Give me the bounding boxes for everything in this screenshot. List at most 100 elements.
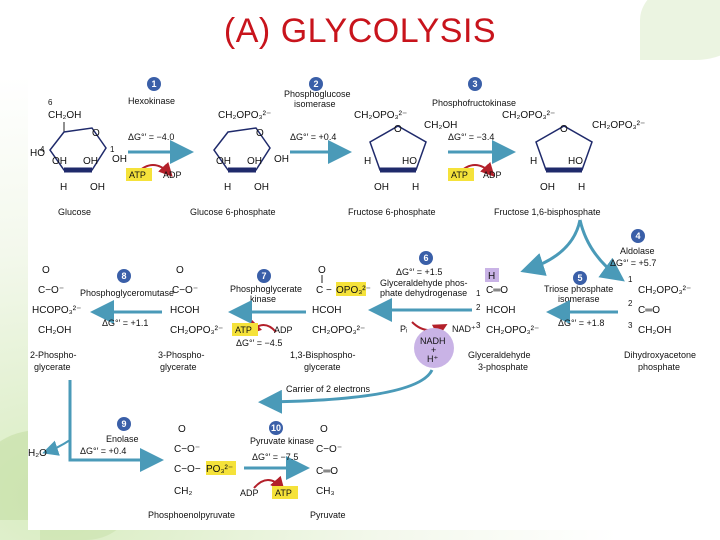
- svg-text:CH₂OPO₃²⁻: CH₂OPO₃²⁻: [218, 110, 271, 121]
- svg-text:O: O: [560, 124, 568, 135]
- svg-text:2: 2: [628, 299, 633, 308]
- svg-text:OH: OH: [83, 156, 98, 167]
- molecule-pyruvate: O C−O⁻ C═O CH₃ Pyruvate: [310, 424, 346, 520]
- page-title: (A) GLYCOLYSIS: [223, 12, 497, 50]
- svg-text:HO: HO: [568, 156, 583, 167]
- label-fructose-6-phosphate: Fructose 6-phosphate: [348, 207, 436, 217]
- svg-text:O: O: [42, 265, 50, 276]
- svg-text:+: +: [431, 345, 436, 355]
- svg-text:CH₂OH: CH₂OH: [638, 325, 671, 336]
- svg-text:HO: HO: [402, 156, 417, 167]
- svg-text:ATP: ATP: [275, 488, 292, 498]
- svg-text:HCOPO₃²⁻: HCOPO₃²⁻: [32, 305, 81, 316]
- svg-text:2-Phospho-: 2-Phospho-: [30, 350, 77, 360]
- svg-text:1: 1: [151, 79, 156, 89]
- label-fructose-1-6-bisphosphate: Fructose 1,6-bisphosphate: [494, 207, 601, 217]
- electron-carrier-arrow: Carrier of 2 electrons: [258, 369, 434, 414]
- svg-text:H⁺: H⁺: [427, 354, 438, 364]
- svg-text:C═O: C═O: [486, 285, 508, 296]
- svg-text:CH₂OH: CH₂OH: [38, 325, 71, 336]
- svg-text:OH: OH: [374, 182, 389, 193]
- svg-text:OPO₃²⁻: OPO₃²⁻: [336, 285, 371, 296]
- svg-text:6: 6: [48, 98, 53, 107]
- svg-text:Triose phosphate: Triose phosphate: [544, 284, 613, 294]
- svg-text:Hexokinase: Hexokinase: [128, 96, 175, 106]
- svg-text:H: H: [578, 182, 585, 193]
- molecule-3-phosphoglycerate: O C−O⁻ HCOH CH₂OPO₃²⁻ 3-Phospho- glycera…: [158, 265, 223, 372]
- svg-text:C−O⁻: C−O⁻: [316, 444, 342, 455]
- glucose-ch2oh: CH₂OH: [48, 110, 81, 121]
- molecule-2-phosphoglycerate: O C−O⁻ HCOPO₃²⁻ CH₂OH 2-Phospho- glycera…: [30, 265, 81, 372]
- svg-text:3: 3: [628, 321, 633, 330]
- nadh-circle: [414, 328, 454, 368]
- svg-text:O: O: [92, 128, 100, 139]
- svg-text:O: O: [320, 424, 328, 435]
- step-5: 5 Triose phosphate isomerase ΔG°′ = +1.8: [544, 271, 618, 328]
- svg-text:Glyceraldehyde: Glyceraldehyde: [468, 350, 531, 360]
- svg-text:7: 7: [261, 271, 266, 281]
- step-4: 4 Aldolase ΔG°′ = +5.7: [520, 219, 656, 282]
- svg-text:OH: OH: [216, 156, 231, 167]
- svg-text:glycerate: glycerate: [304, 362, 341, 372]
- svg-text:ADP: ADP: [240, 488, 259, 498]
- svg-text:CH₂OH: CH₂OH: [424, 120, 457, 131]
- svg-text:isomerase: isomerase: [558, 294, 600, 304]
- svg-text:ΔG°′ = −3.4: ΔG°′ = −3.4: [448, 132, 494, 142]
- svg-text:glycerate: glycerate: [160, 362, 197, 372]
- svg-text:2: 2: [313, 79, 318, 89]
- svg-text:ΔG°′ = +0.4: ΔG°′ = +0.4: [80, 446, 126, 456]
- svg-text:8: 8: [121, 271, 126, 281]
- molecule-glucose: 6 CH₂OH O 4 1 OH OH OH HO H OH Glucose: [30, 98, 127, 217]
- svg-text:Glyceraldehyde phos-: Glyceraldehyde phos-: [380, 278, 468, 288]
- svg-text:NADH: NADH: [420, 336, 446, 346]
- svg-text:ΔG°′ = +0.4: ΔG°′ = +0.4: [290, 132, 336, 142]
- svg-text:H: H: [412, 182, 419, 193]
- svg-text:Phosphoglucose: Phosphoglucose: [284, 89, 351, 99]
- svg-text:glycerate: glycerate: [34, 362, 71, 372]
- svg-text:3-phosphate: 3-phosphate: [478, 362, 528, 372]
- molecule-fructose-6-phosphate: CH₂OPO₃²⁻ CH₂OH O H HO OH H Fructose 6-p…: [348, 110, 457, 217]
- label-pyruvate: Pyruvate: [310, 510, 346, 520]
- svg-text:HCOH: HCOH: [312, 305, 341, 316]
- step-9: H₂O 9 Enolase ΔG°′ = +0.4: [28, 380, 164, 472]
- svg-text:Pyruvate kinase: Pyruvate kinase: [250, 436, 314, 446]
- glycolysis-diagram: 6 CH₂OH O 4 1 OH OH OH HO H OH Glucose 1…: [28, 70, 708, 530]
- molecule-1-3-bisphosphoglycerate: O C − OPO₃²⁻ HCOH CH₂OPO₃²⁻ 1,3-Bisphosp…: [290, 265, 371, 372]
- svg-text:H₂O: H₂O: [28, 448, 47, 459]
- molecule-phosphoenolpyruvate: O C−O⁻ C−O− PO₃²⁻ CH₂ Phosphoenolpyruvat…: [148, 424, 236, 520]
- svg-text:3: 3: [472, 79, 477, 89]
- svg-text:ADP: ADP: [483, 170, 502, 180]
- svg-text:ΔG°′ = −4.0: ΔG°′ = −4.0: [128, 132, 174, 142]
- svg-text:CH₂OPO₃²⁻: CH₂OPO₃²⁻: [486, 325, 539, 336]
- svg-text:1: 1: [628, 275, 633, 284]
- svg-text:ADP: ADP: [163, 170, 182, 180]
- pathway-svg: 6 CH₂OH O 4 1 OH OH OH HO H OH Glucose 1…: [28, 77, 696, 520]
- svg-text:Aldolase: Aldolase: [620, 246, 655, 256]
- svg-text:10: 10: [271, 423, 281, 433]
- svg-text:2: 2: [476, 303, 481, 312]
- step-6: 6 ΔG°′ = +1.5 Glyceraldehyde phos- phate…: [368, 251, 476, 368]
- svg-text:CH₂OPO₃²⁻: CH₂OPO₃²⁻: [312, 325, 365, 336]
- svg-text:OH: OH: [254, 182, 269, 193]
- svg-text:O: O: [178, 424, 186, 435]
- step-7: 7 Phosphoglycerate kinase ATP ADP ΔG°′ =…: [228, 269, 306, 348]
- svg-text:−: −: [326, 285, 332, 296]
- svg-text:H: H: [364, 156, 371, 167]
- svg-text:O: O: [318, 265, 326, 276]
- svg-text:C−O⁻: C−O⁻: [174, 444, 200, 455]
- svg-text:Enolase: Enolase: [106, 434, 139, 444]
- svg-text:1: 1: [476, 289, 481, 298]
- svg-text:OH: OH: [274, 154, 289, 165]
- decorative-leaf: [640, 0, 720, 60]
- svg-text:1: 1: [110, 145, 115, 154]
- svg-text:OH: OH: [112, 154, 127, 165]
- svg-text:3-Phospho-: 3-Phospho-: [158, 350, 205, 360]
- svg-text:CH₃: CH₃: [316, 486, 335, 497]
- molecule-fructose-1-6-bisphosphate: CH₂OPO₃²⁻ CH₂OPO₃²⁻ O H HO OH H Fructose…: [494, 110, 645, 217]
- svg-text:HO: HO: [30, 148, 45, 159]
- svg-text:C−O⁻: C−O⁻: [172, 285, 198, 296]
- svg-text:C: C: [316, 285, 323, 296]
- molecule-glucose-6-phosphate: CH₂OPO₃²⁻ O OH OH OH H OH Glucose 6-phos…: [190, 110, 289, 217]
- molecule-glyceraldehyde-3-phosphate: H 1 C═O 2 HCOH 3 CH₂OPO₃²⁻ Glyceraldehyd…: [468, 268, 539, 372]
- svg-text:3: 3: [476, 321, 481, 330]
